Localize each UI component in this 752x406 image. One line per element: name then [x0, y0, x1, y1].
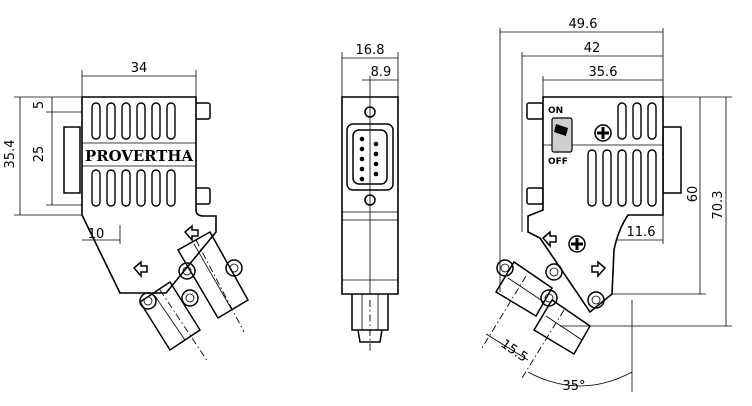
left-arrow-up [183, 224, 199, 242]
switch-on-label: ON [548, 106, 563, 116]
left-arrow-down [132, 260, 148, 278]
brand-label: PROVERTHA [85, 147, 193, 165]
left-flange [63, 126, 81, 194]
left-view: PROVERTHA 34 5 25 35.4 [3, 61, 250, 363]
center-screw-bottom [364, 194, 376, 206]
left-cable-glands [138, 230, 250, 363]
right-arrow-down [591, 260, 607, 278]
plus-screw-bottom-icon [568, 235, 586, 253]
dim-center-half: 8.9 [371, 65, 392, 80]
dim-right-w3: 35.6 [589, 65, 618, 80]
dim-right-h1: 60 [686, 186, 701, 203]
dim-right-angle: 35° [562, 379, 585, 394]
dim-left-height: 35.4 [3, 140, 18, 169]
right-screw-top [526, 102, 544, 120]
dim-right-pitch: 15.5 [498, 337, 530, 366]
switch-off-label: OFF [548, 157, 568, 167]
left-vent-slots [91, 102, 176, 207]
dim-left-top: 5 [32, 101, 47, 109]
left-housing [81, 96, 217, 294]
center-screw-top [364, 106, 376, 118]
right-vent-slots [587, 102, 657, 207]
termination-switch [551, 117, 573, 153]
right-cable-glands [481, 259, 605, 379]
dim-left-mid: 25 [32, 146, 47, 163]
dim-left-offset: 10 [88, 227, 105, 242]
right-screw-bottom [526, 187, 544, 205]
dim-left-width: 34 [131, 61, 148, 76]
dim-right-w1: 49.6 [569, 17, 598, 32]
right-flange [662, 126, 682, 194]
dim-right-offset: 11.6 [627, 225, 656, 240]
right-arrow-up [541, 230, 557, 248]
center-view: 16.8 8.9 [341, 43, 399, 352]
dsub-shell [346, 123, 394, 191]
dim-right-w2: 42 [584, 41, 601, 56]
dsub-pins [359, 136, 379, 182]
right-view: ON OFF 49.6 [481, 17, 732, 394]
dim-right-h2: 70.3 [711, 191, 726, 220]
dim-center-width: 16.8 [356, 43, 385, 58]
plus-screw-top-icon [594, 124, 612, 142]
